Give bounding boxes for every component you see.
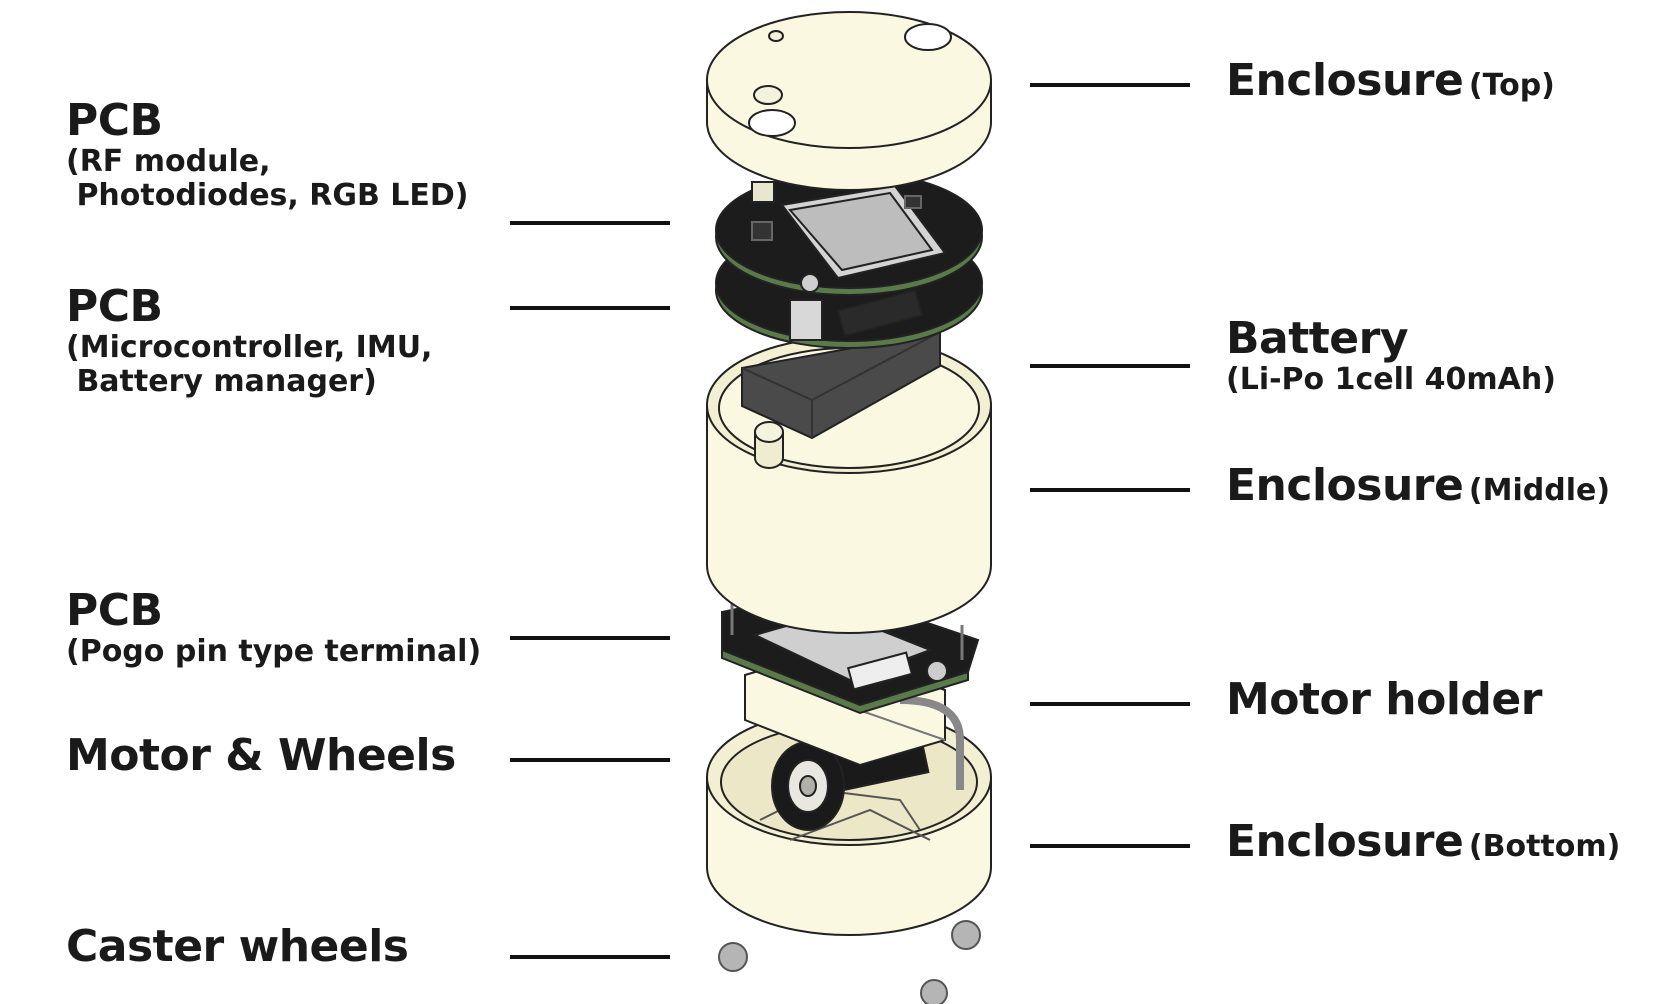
label-pcb-rf-sub-1: (RF module, bbox=[66, 144, 271, 180]
label-battery: Battery (Li-Po 1cell 40mAh) bbox=[1226, 314, 1556, 397]
label-motor-holder: Motor holder bbox=[1226, 674, 1542, 725]
leader-pcb-rf bbox=[510, 221, 670, 225]
label-enclosure-bottom-paren: (Bottom) bbox=[1468, 829, 1621, 864]
leader-enclosure-bottom bbox=[1030, 844, 1190, 848]
lid-hole-4 bbox=[768, 30, 784, 42]
label-caster-wheels-title: Caster wheels bbox=[66, 921, 409, 972]
label-motor-holder-title: Motor holder bbox=[1226, 674, 1542, 725]
label-pcb-mcu-sub-2: Battery manager) bbox=[66, 363, 377, 399]
leader-caster-wheels bbox=[510, 955, 670, 959]
label-battery-sub-1: (Li-Po 1cell 40mAh) bbox=[1226, 362, 1556, 398]
leader-enclosure-top bbox=[1030, 83, 1190, 87]
label-pcb-mcu-sub-1: (Microcontroller, IMU, bbox=[66, 330, 433, 366]
leader-motor-wheels bbox=[510, 758, 670, 762]
label-pcb-pogo-sub-1: (Pogo pin type terminal) bbox=[66, 634, 482, 670]
leader-enclosure-middle bbox=[1030, 488, 1190, 492]
label-caster-wheels: Caster wheels bbox=[66, 921, 409, 972]
label-enclosure-top-title: Enclosure bbox=[1226, 55, 1464, 106]
lid-hole-3 bbox=[753, 85, 783, 105]
enclosure-top-part bbox=[706, 11, 992, 191]
label-motor-wheels: Motor & Wheels bbox=[66, 730, 456, 781]
label-motor-wheels-title: Motor & Wheels bbox=[66, 730, 456, 781]
label-pcb-rf-title: PCB bbox=[66, 95, 163, 146]
caster-wheels-part bbox=[718, 920, 981, 1004]
label-enclosure-middle-paren: (Middle) bbox=[1468, 473, 1611, 508]
leader-pcb-pogo bbox=[510, 636, 670, 640]
label-pcb-rf-sub-2: Photodiodes, RGB LED) bbox=[66, 177, 469, 213]
caster-wheel-3 bbox=[920, 979, 948, 1004]
lid-hole-1 bbox=[904, 23, 952, 51]
label-enclosure-top-paren: (Top) bbox=[1468, 68, 1555, 103]
leader-motor-holder bbox=[1030, 702, 1190, 706]
label-enclosure-bottom-title: Enclosure bbox=[1226, 816, 1464, 867]
label-enclosure-middle-title: Enclosure bbox=[1226, 460, 1464, 511]
label-battery-title: Battery bbox=[1226, 313, 1409, 364]
label-pcb-pogo-title: PCB bbox=[66, 585, 163, 636]
leader-pcb-mcu bbox=[510, 306, 670, 310]
caster-wheel-1 bbox=[718, 942, 748, 972]
leader-battery bbox=[1030, 364, 1190, 368]
label-enclosure-middle: Enclosure (Middle) bbox=[1226, 461, 1610, 510]
lid-hole-2 bbox=[748, 109, 796, 137]
label-pcb-pogo: PCB (Pogo pin type terminal) bbox=[66, 586, 481, 669]
label-pcb-rf: PCB (RF module, Photodiodes, RGB LED) bbox=[66, 96, 469, 212]
label-pcb-mcu-title: PCB bbox=[66, 281, 163, 332]
label-pcb-mcu: PCB (Microcontroller, IMU, Battery manag… bbox=[66, 282, 432, 398]
label-enclosure-bottom: Enclosure (Bottom) bbox=[1226, 817, 1620, 866]
caster-wheel-2 bbox=[951, 920, 981, 950]
label-enclosure-top: Enclosure (Top) bbox=[1226, 56, 1555, 105]
